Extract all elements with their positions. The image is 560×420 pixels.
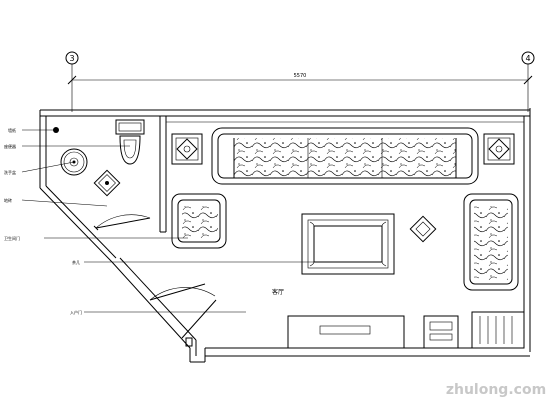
svg-text:墙纸: 墙纸	[8, 127, 16, 133]
tv-cabinet-icon	[287, 315, 405, 349]
svg-text:座便器: 座便器	[4, 143, 16, 149]
shoe-cabinet-icon	[471, 311, 525, 349]
callout-4: 地砖	[4, 197, 108, 207]
callout-5: 卫生间门	[4, 235, 188, 241]
entry-door	[149, 283, 217, 347]
armchair-left-icon	[171, 193, 227, 249]
callout-1: 墙纸	[8, 127, 56, 133]
svg-text:地砖: 地砖	[4, 197, 12, 203]
side-table-right-icon	[483, 133, 515, 165]
exterior-walls	[39, 108, 531, 363]
grid-axis-4-marker: 4	[521, 51, 535, 65]
floor-ornament-icon	[409, 215, 437, 243]
callout-2: 座便器	[4, 143, 130, 149]
floor-drain-icon	[93, 169, 121, 197]
grid-axis-3-marker: 3	[65, 51, 79, 65]
callout-3: 洗手盆	[4, 161, 75, 175]
coffee-table-icon	[301, 213, 395, 275]
svg-text:4: 4	[525, 54, 530, 63]
equipment-cabinet-icon	[423, 315, 459, 349]
callout-7: 入户门	[70, 309, 246, 315]
svg-text:卫生间门: 卫生间门	[4, 235, 20, 241]
room-label: 客厅	[272, 288, 284, 296]
dimension-line: 5570	[67, 64, 533, 112]
svg-text:入户门: 入户门	[70, 309, 82, 315]
svg-text:茶几: 茶几	[72, 259, 80, 265]
armchair-right-icon	[463, 193, 519, 291]
toilet-icon	[115, 119, 145, 165]
bathroom-door	[93, 214, 151, 231]
dimension-text: 5570	[294, 73, 307, 79]
watermark-text: zhulong.com	[446, 382, 546, 398]
svg-text:洗手盆: 洗手盆	[4, 169, 16, 175]
bathroom-partition	[159, 116, 167, 233]
three-seat-sofa-icon	[211, 127, 479, 185]
callout-6: 茶几	[72, 259, 336, 265]
svg-text:3: 3	[69, 54, 74, 63]
side-table-left-icon	[171, 133, 203, 165]
